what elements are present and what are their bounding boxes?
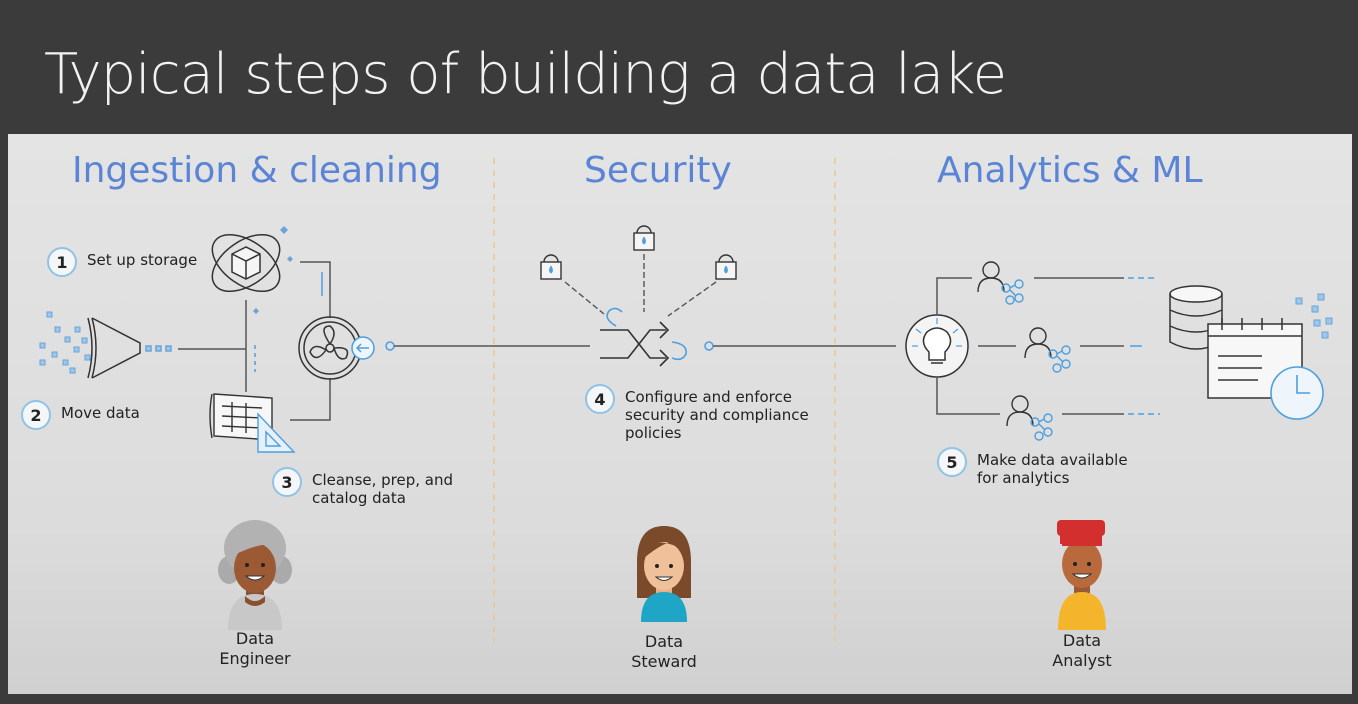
lock-icon — [715, 254, 737, 280]
shuffle-icon — [600, 307, 688, 367]
persona-label-data-analyst: Data Analyst — [1052, 631, 1112, 670]
step-4: 4 Configure and enforce security and com… — [585, 384, 809, 442]
user-network-icon — [977, 261, 1024, 305]
step-1: 1 Set up storage — [47, 247, 197, 277]
blueprint-icon — [209, 393, 296, 453]
step-3: 3 Cleanse, prep, and catalog data — [272, 467, 453, 507]
step-number: 5 — [937, 447, 967, 477]
funnel-icon — [87, 317, 172, 379]
step-2: 2 Move data — [21, 400, 140, 430]
step-number: 1 — [47, 247, 77, 277]
section-title-ingestion: Ingestion & cleaning — [72, 150, 442, 191]
step-5: 5 Make data available for analytics — [937, 447, 1128, 487]
step-label: Configure and enforce security and compl… — [625, 388, 809, 442]
lock-icon — [540, 254, 562, 280]
step-label: Make data available for analytics — [977, 451, 1128, 487]
user-network-icon — [1024, 327, 1071, 373]
user-network-icon — [1006, 395, 1053, 441]
clock-icon — [1270, 366, 1324, 420]
section-title-analytics: Analytics & ML — [937, 150, 1203, 191]
step-label: Cleanse, prep, and catalog data — [312, 471, 454, 507]
data-engineer-avatar — [218, 520, 292, 630]
step-label: Set up storage — [87, 251, 198, 269]
data-analyst-avatar — [1057, 520, 1106, 630]
atom-cube-icon — [211, 226, 293, 314]
slide-title: Typical steps of building a data lake — [44, 42, 1007, 107]
fan-icon — [298, 316, 375, 380]
pipeline-connector — [385, 341, 896, 351]
data-steward-avatar — [637, 526, 691, 622]
lock-icon — [633, 225, 655, 251]
data-particles-icon — [1295, 293, 1333, 339]
ingestion-connectors — [178, 261, 331, 421]
analytics-connectors — [936, 277, 1160, 415]
security-connectors — [564, 254, 717, 317]
persona-label-data-steward: Data Steward — [631, 632, 697, 671]
step-number: 4 — [585, 384, 615, 414]
lightbulb-icon — [905, 314, 969, 378]
section-title-security: Security — [584, 150, 732, 191]
persona-label-data-engineer: Data Engineer — [219, 629, 291, 668]
step-label: Move data — [61, 404, 140, 422]
step-number: 3 — [272, 467, 302, 497]
step-number: 2 — [21, 400, 51, 430]
data-particles-icon — [39, 311, 91, 374]
